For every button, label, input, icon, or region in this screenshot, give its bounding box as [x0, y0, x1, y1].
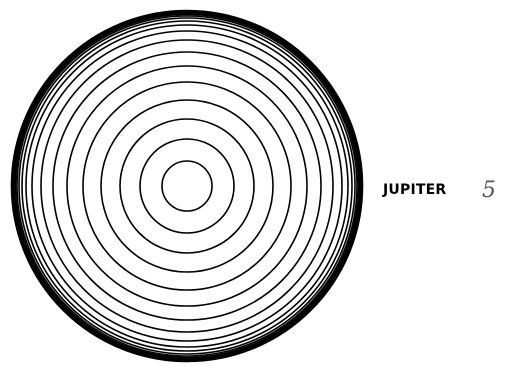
ring-11	[22, 21, 352, 351]
ring-1	[162, 161, 212, 211]
ring-2	[140, 139, 234, 233]
page-mark: 5	[482, 178, 496, 203]
ring-8	[41, 40, 333, 332]
ring-10	[26, 25, 348, 347]
ring-5	[83, 82, 291, 290]
concentric-rings	[12, 11, 362, 361]
jupiter-label: JUPITER	[382, 182, 446, 198]
ring-7	[53, 52, 321, 320]
ring-9	[32, 31, 342, 341]
ring-6	[67, 66, 307, 306]
ring-4	[101, 100, 273, 272]
ring-12	[19, 18, 355, 354]
